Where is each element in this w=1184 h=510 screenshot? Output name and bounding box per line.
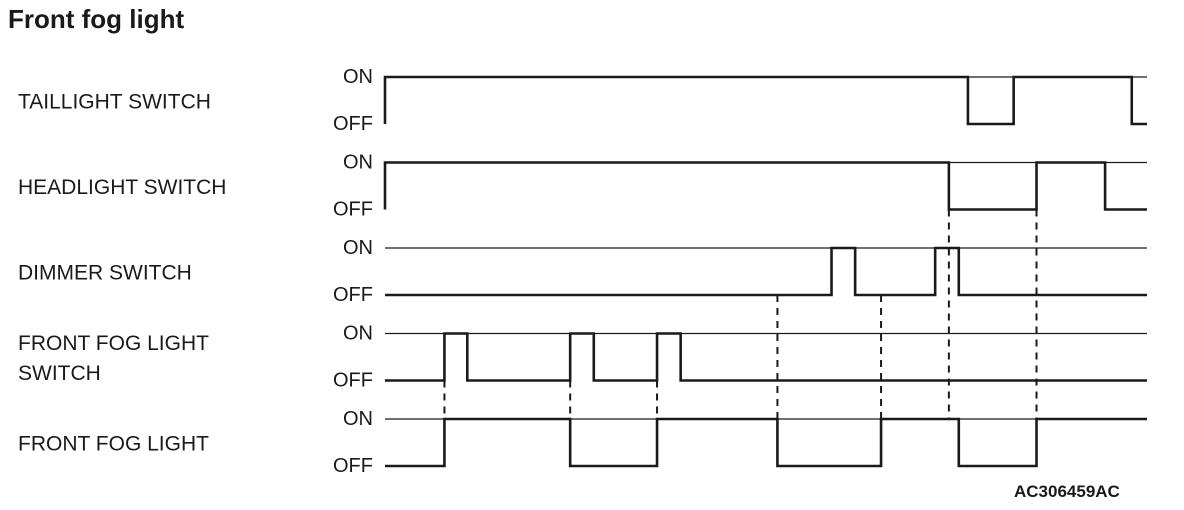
signal-label: HEADLIGHT SWITCH xyxy=(18,176,226,199)
signal-label: DIMMER SWITCH xyxy=(18,262,192,285)
signal-label: FRONT FOG LIGHT xyxy=(18,433,209,456)
waveform xyxy=(383,161,1147,211)
page-title: Front fog light xyxy=(8,4,185,34)
signal-label: TAILLIGHT SWITCH xyxy=(18,91,211,114)
waveform xyxy=(385,246,1147,297)
signals-layer: TAILLIGHT SWITCH ON OFF HEADLIGHT SWITCH ON O… xyxy=(18,66,1147,477)
level-label-off: OFF xyxy=(333,284,373,306)
signal-headlight-switch: HEADLIGHT SWITCH ON OFF xyxy=(18,152,1147,221)
figure-code: AC306459AC xyxy=(1014,482,1120,501)
level-label-off: OFF xyxy=(333,455,373,477)
level-label-on: ON xyxy=(343,66,373,88)
signal-front-fog-light: FRONT FOG LIGHT ON OFF xyxy=(18,408,1147,477)
signal-label: SWITCH xyxy=(18,362,101,385)
signal-label: FRONT FOG LIGHT xyxy=(18,332,209,355)
level-label-off: OFF xyxy=(333,113,373,135)
waveform xyxy=(385,417,1147,468)
signal-taillight-switch: TAILLIGHT SWITCH ON OFF xyxy=(18,66,1147,135)
level-label-on: ON xyxy=(343,408,373,430)
level-label-on: ON xyxy=(343,237,373,259)
signal-dimmer-switch: DIMMER SWITCH ON OFF xyxy=(18,237,1147,306)
guides-layer xyxy=(443,209,1038,419)
waveform xyxy=(385,332,1147,382)
level-label-off: OFF xyxy=(333,370,373,392)
level-label-off: OFF xyxy=(333,199,373,221)
waveform xyxy=(383,75,1147,126)
level-label-on: ON xyxy=(343,152,373,174)
signal-front-fog-light-switch: FRONT FOG LIGHT SWITCH ON OFF xyxy=(18,323,1147,392)
level-label-on: ON xyxy=(343,323,373,345)
